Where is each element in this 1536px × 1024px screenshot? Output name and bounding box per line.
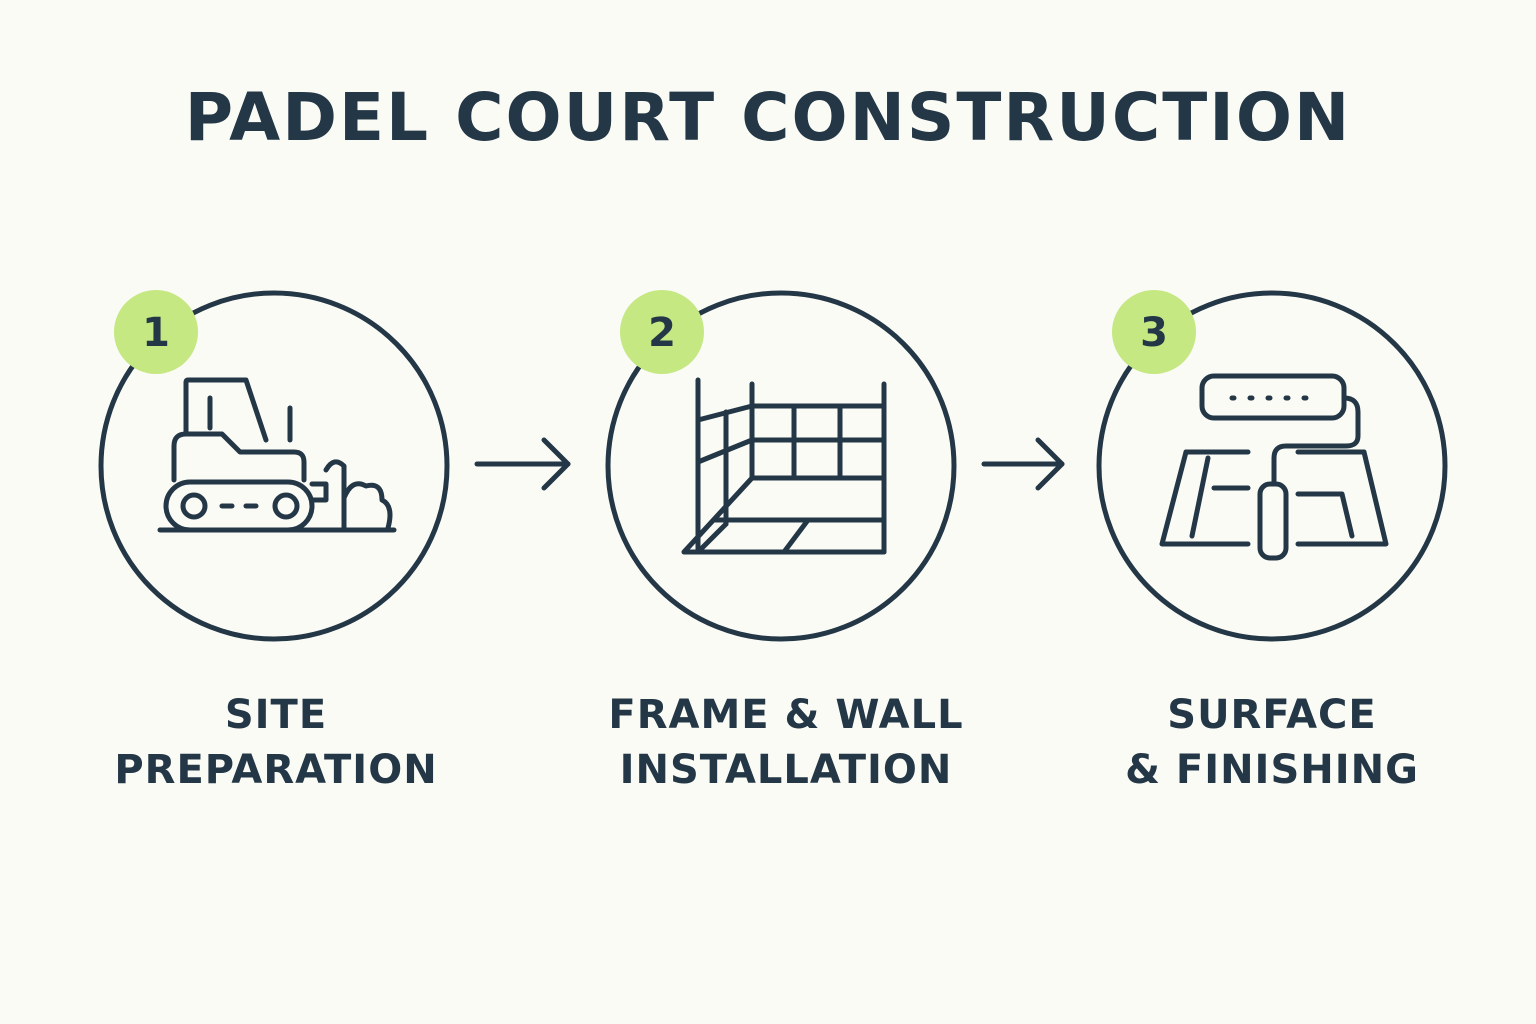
step-2-badge [620, 290, 704, 374]
bulldozer-icon [157, 377, 397, 533]
court-frame-icon [681, 377, 887, 555]
step-2-label-line2: INSTALLATION [619, 747, 953, 793]
step-1-label: SITE PREPARATION [56, 688, 496, 798]
step-1-badge [114, 290, 198, 374]
step-1-label-line1: SITE [224, 692, 328, 738]
step-2-number: 2 [648, 310, 676, 356]
step-1-label-line2: PREPARATION [114, 747, 438, 793]
step-1-number: 1 [142, 310, 170, 356]
step-2-label-line1: FRAME & WALL [608, 692, 964, 738]
step-3-circle [1096, 290, 1448, 642]
arrow-right-icon [981, 437, 1065, 491]
paint-roller-icon [1159, 373, 1389, 561]
step-3-label-line1: SURFACE [1167, 692, 1377, 738]
step-2-label: FRAME & WALL INSTALLATION [566, 688, 1006, 798]
step-1: 1 [98, 290, 450, 642]
step-3-number: 3 [1140, 310, 1168, 356]
step-3-label: SURFACE & FINISHING [1052, 688, 1492, 798]
step-2: 2 [605, 290, 957, 642]
step-3-label-line2: & FINISHING [1125, 747, 1419, 793]
arrow-right-icon [474, 437, 571, 491]
step-1-circle [98, 290, 450, 642]
page-title: PADEL COURT CONSTRUCTION [184, 79, 1352, 156]
step-3-badge [1112, 290, 1196, 374]
step-2-circle [605, 290, 957, 642]
step-3: 3 [1096, 290, 1448, 642]
